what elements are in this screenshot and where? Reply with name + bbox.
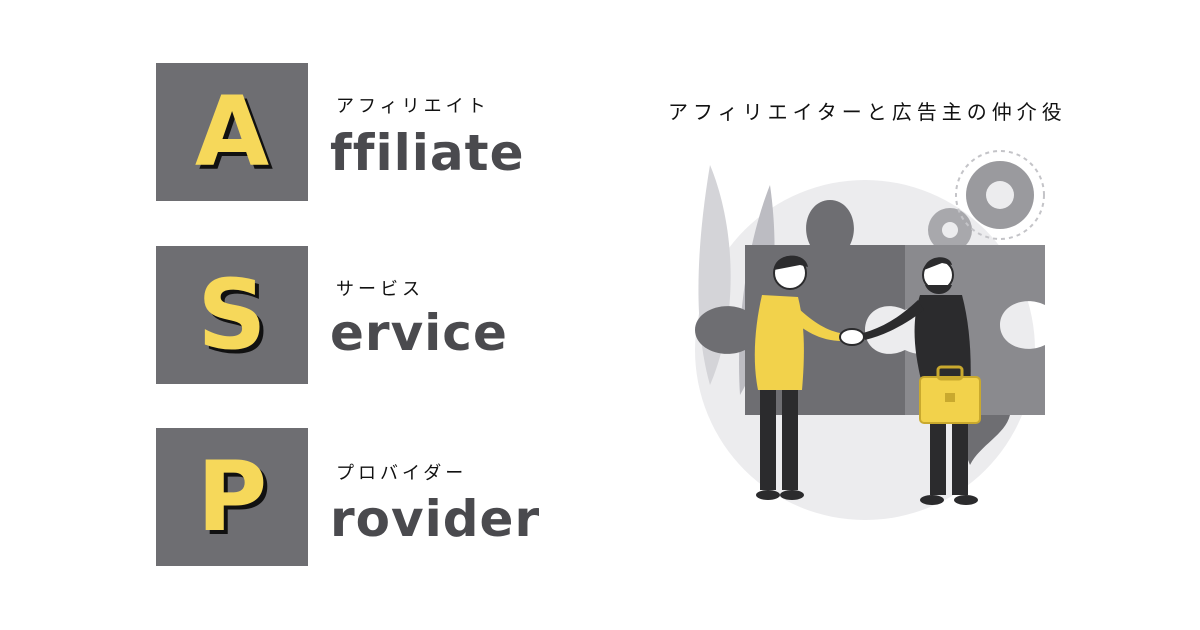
kana-provider: プロバイダー (336, 463, 468, 484)
letter-box-s: S (156, 246, 308, 384)
handshake-icon (839, 328, 865, 346)
letter-box-p: P (156, 428, 308, 566)
letter-a: A (194, 76, 270, 188)
kana-service: サービス (336, 279, 424, 300)
briefcase-icon (919, 365, 981, 424)
word-affiliate: ffiliate (330, 124, 525, 182)
letter-s: S (197, 259, 267, 371)
word-service: ervice (330, 304, 508, 362)
gear-icon (928, 150, 1045, 252)
letter-box-a: A (156, 63, 308, 201)
letter-p: P (196, 441, 268, 553)
person-left (754, 255, 842, 500)
intermediary-heading: アフィリエイターと広告主の仲介役 (668, 100, 1067, 124)
word-provider: rovider (330, 490, 541, 548)
kana-affiliate: アフィリエイト (336, 96, 490, 117)
handshake-illustration (695, 150, 1045, 520)
